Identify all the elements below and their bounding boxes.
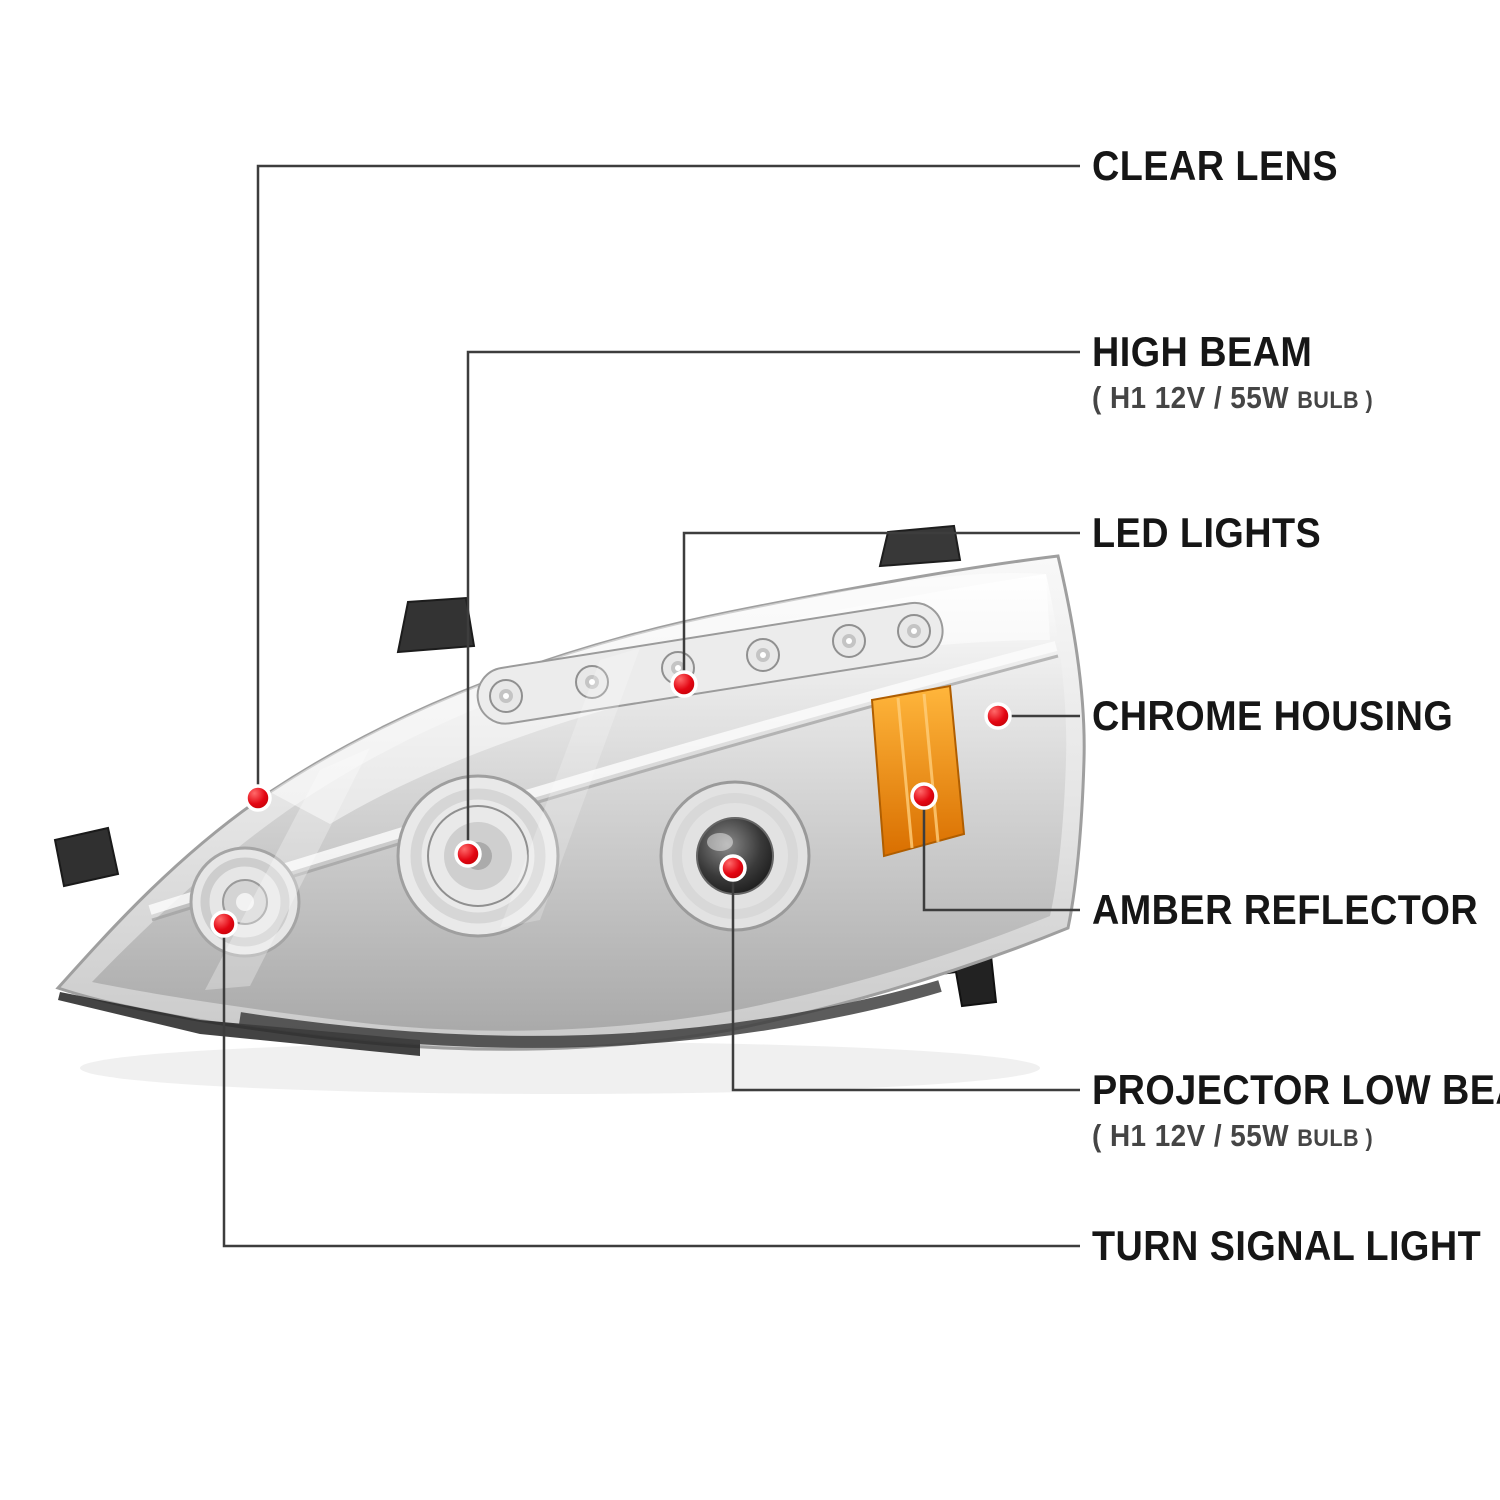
callout-title: AMBER REFLECTOR bbox=[1092, 886, 1479, 933]
callout-dot-chrome-housing-icon bbox=[984, 702, 1012, 730]
callout-line-turn-signal-light bbox=[222, 924, 1080, 1248]
lens-reflections bbox=[205, 648, 640, 990]
callout-dots bbox=[210, 670, 1012, 938]
callout-dot-amber-reflector-icon bbox=[910, 782, 938, 810]
bulb-spec: ( H1 12V / 55W bbox=[1092, 1118, 1290, 1153]
callout-label-clear-lens: CLEAR LENS bbox=[1092, 145, 1338, 187]
callout-title: CLEAR LENS bbox=[1092, 142, 1339, 189]
callout-label-high-beam: HIGH BEAM ( H1 12V / 55W BULB ) bbox=[1092, 331, 1373, 416]
callout-subtitle: ( H1 12V / 55W BULB ) bbox=[1092, 380, 1373, 416]
callout-label-amber-reflector: AMBER REFLECTOR bbox=[1092, 889, 1478, 931]
bulb-spec-small: BULB ) bbox=[1297, 387, 1374, 414]
callout-title: PROJECTOR LOW BEAM bbox=[1092, 1066, 1500, 1113]
callout-lines bbox=[222, 164, 1080, 1248]
callout-line-clear-lens bbox=[256, 164, 1080, 798]
callout-dot-led-lights-icon bbox=[670, 670, 698, 698]
callout-label-chrome-housing: CHROME HOUSING bbox=[1092, 695, 1453, 737]
callout-title: CHROME HOUSING bbox=[1092, 692, 1454, 739]
led-bulbs bbox=[489, 614, 931, 713]
amber-reflector-shape bbox=[870, 684, 966, 858]
callout-dot-turn-signal-light-icon bbox=[210, 910, 238, 938]
callout-dot-clear-lens-icon bbox=[244, 784, 272, 812]
callout-title: HIGH BEAM bbox=[1092, 328, 1313, 375]
headlight-shadow bbox=[80, 1042, 1040, 1094]
callout-line-high-beam bbox=[466, 350, 1080, 854]
callout-subtitle: ( H1 12V / 55W BULB ) bbox=[1092, 1118, 1500, 1154]
bulb-spec-small: BULB ) bbox=[1297, 1125, 1374, 1152]
callout-line-amber-reflector bbox=[922, 796, 1080, 912]
chrome-housing-shape bbox=[92, 574, 1067, 1031]
led-strip bbox=[476, 601, 944, 725]
callout-line-projector-low-beam bbox=[731, 868, 1080, 1092]
callout-dot-projector-low-beam-icon bbox=[719, 854, 747, 882]
callout-line-led-lights bbox=[682, 531, 1080, 684]
bottom-trim-band bbox=[239, 980, 942, 1048]
callout-title: LED LIGHTS bbox=[1092, 509, 1322, 556]
callout-label-turn-signal-light: TURN SIGNAL LIGHT bbox=[1092, 1225, 1481, 1267]
callout-dot-high-beam-icon bbox=[454, 840, 482, 868]
callout-label-led-lights: LED LIGHTS bbox=[1092, 512, 1321, 554]
bottom-trim bbox=[58, 992, 420, 1056]
callout-label-projector-low-beam: PROJECTOR LOW BEAM ( H1 12V / 55W BULB ) bbox=[1092, 1069, 1500, 1154]
callout-title: TURN SIGNAL LIGHT bbox=[1092, 1222, 1482, 1269]
bulb-spec: ( H1 12V / 55W bbox=[1092, 380, 1290, 415]
